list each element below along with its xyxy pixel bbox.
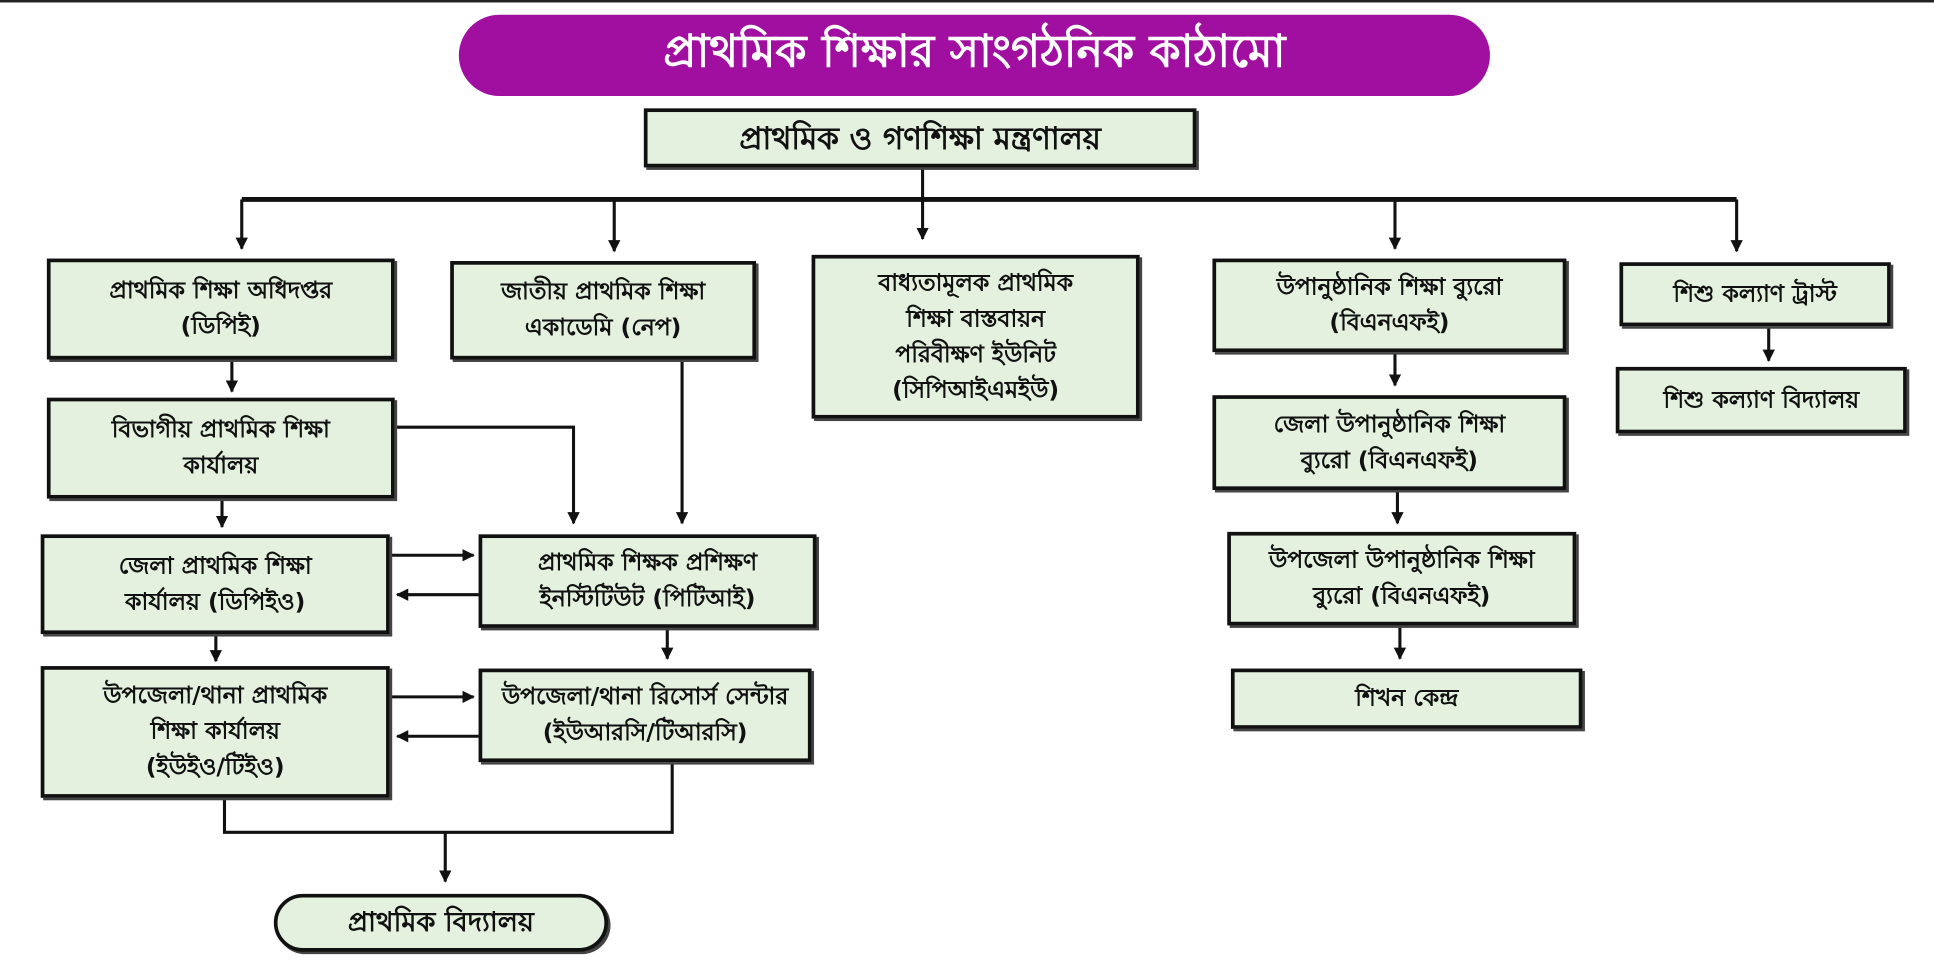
chart-title: প্রাথমিক শিক্ষার সাংগঠনিক কাঠামো bbox=[458, 14, 1490, 97]
box-label: কার্যালয় bbox=[183, 451, 259, 479]
box-upazila-bnfe: উপজেলা উপানুষ্ঠানিক শিক্ষা ব্যুরো (বিএনএফ… bbox=[1227, 531, 1577, 626]
box-urc: উপজেলা/থানা রিসোর্স সেন্টার (ইউআরসি/টিআরস… bbox=[478, 668, 812, 763]
box-label: বিভাগীয় প্রাথমিক শিক্ষা bbox=[111, 416, 330, 444]
box-label: প্রাথমিক ও গণশিক্ষা মন্ত্রণালয় bbox=[739, 120, 1101, 156]
box-label: (ইউআরসি/টিআরসি) bbox=[542, 719, 748, 747]
box-label: (ইউইও/টিইও) bbox=[145, 753, 285, 781]
box-label: উপজেলা/থানা প্রাথমিক bbox=[103, 682, 328, 710]
box-label: উপানুষ্ঠানিক শিক্ষা ব্যুরো bbox=[1276, 273, 1503, 301]
box-label: প্রাথমিক শিক্ষা অধিদপ্তর bbox=[109, 277, 333, 305]
box-nape: জাতীয় প্রাথমিক শিক্ষা একাডেমি (নেপ) bbox=[450, 261, 757, 360]
box-label: বাধ্যতামূলক প্রাথমিক bbox=[878, 269, 1074, 297]
box-label: ইনস্টিটিউট (পিটিআই) bbox=[539, 584, 756, 612]
box-label: কার্যালয় (ডিপিইও) bbox=[125, 587, 306, 615]
box-label: শিশু কল্যাণ ট্রাস্ট bbox=[1673, 280, 1837, 308]
box-trust-school: শিশু কল্যাণ বিদ্যালয় bbox=[1615, 366, 1907, 434]
box-ministry: প্রাথমিক ও গণশিক্ষা মন্ত্রণালয় bbox=[643, 108, 1197, 168]
box-label: শিক্ষা কার্যালয় bbox=[150, 717, 280, 745]
box-label: প্রাথমিক শিক্ষক প্রশিক্ষণ bbox=[537, 549, 758, 577]
box-upazila-office: উপজেলা/থানা প্রাথমিক শিক্ষা কার্যালয় (ইউই… bbox=[40, 666, 390, 798]
box-label: পরিবীক্ষণ ইউনিট bbox=[895, 340, 1056, 368]
box-label: ব্যুরো (বিএনএফই) bbox=[1313, 582, 1491, 610]
box-label: জেলা উপানুষ্ঠানিক শিক্ষা bbox=[1273, 410, 1506, 438]
box-label: একাডেমি (নেপ) bbox=[524, 313, 682, 342]
connector bbox=[222, 762, 674, 834]
box-label: উপজেলা উপানুষ্ঠানিক শিক্ষা bbox=[1268, 546, 1535, 574]
box-dpeo: জেলা প্রাথমিক শিক্ষা কার্যালয় (ডিপিইও) bbox=[40, 534, 390, 635]
box-primary-school: প্রাথমিক বিদ্যালয় bbox=[273, 893, 609, 952]
box-district-bnfe: জেলা উপানুষ্ঠানিক শিক্ষা ব্যুরো (বিএনএফই) bbox=[1212, 395, 1567, 491]
box-label: জেলা প্রাথমিক শিক্ষা bbox=[118, 552, 312, 580]
box-label: শিশু কল্যাণ বিদ্যালয় bbox=[1663, 385, 1860, 414]
box-cpeimu: বাধ্যতামূলক প্রাথমিক শিক্ষা বাস্তবায়ন পরি… bbox=[811, 254, 1140, 419]
box-bnfe: উপানুষ্ঠানিক শিক্ষা ব্যুরো (বিএনএফই) bbox=[1212, 258, 1567, 353]
box-label: ব্যুরো (বিএনএফই) bbox=[1300, 446, 1479, 474]
box-divisional-office: বিভাগীয় প্রাথমিক শিক্ষা কার্যালয় bbox=[46, 397, 395, 499]
box-label: (বিএনএফই) bbox=[1329, 309, 1450, 337]
box-label: শিক্ষা বাস্তবায়ন bbox=[906, 304, 1046, 332]
top-border bbox=[0, 0, 1934, 3]
arrow bbox=[394, 425, 580, 525]
box-label: জাতীয় প্রাথমিক শিক্ষা bbox=[501, 278, 706, 306]
box-label: শিখন কেন্দ্র bbox=[1355, 684, 1459, 712]
box-pti: প্রাথমিক শিক্ষক প্রশিক্ষণ ইনস্টিটিউট (পিট… bbox=[478, 534, 817, 628]
box-label: (সিপিআইএমইউ) bbox=[892, 376, 1060, 404]
box-trust: শিশু কল্যাণ ট্রাস্ট bbox=[1619, 262, 1891, 327]
box-label: উপজেলা/থানা রিসোর্স সেন্টার bbox=[501, 683, 789, 711]
box-learning-center: শিখন কেন্দ্র bbox=[1230, 668, 1583, 729]
box-label: (ডিপিই) bbox=[180, 312, 261, 340]
box-dpe: প্রাথমিক শিক্ষা অধিদপ্তর (ডিপিই) bbox=[46, 258, 395, 360]
box-label: প্রাথমিক বিদ্যালয় bbox=[347, 907, 534, 939]
